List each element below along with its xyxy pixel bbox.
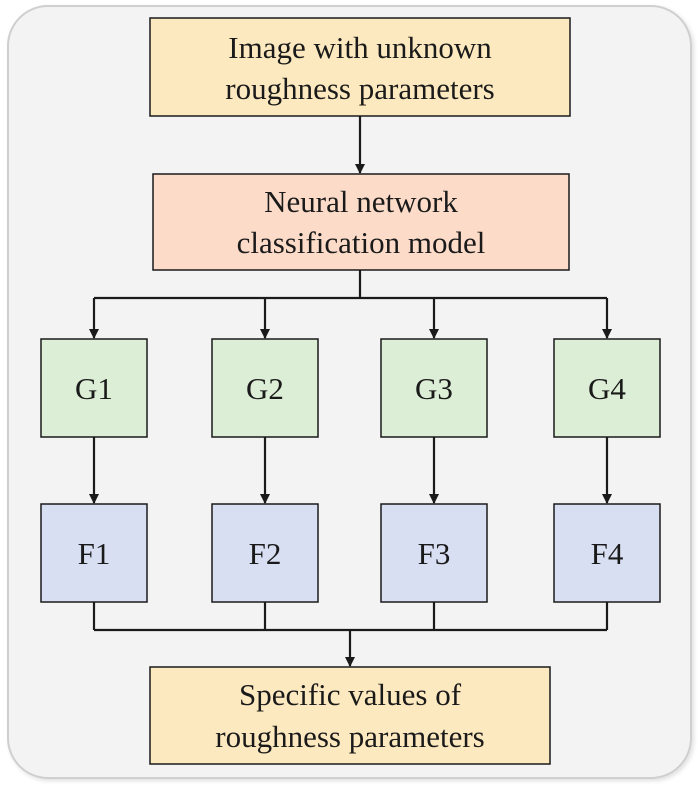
g-box-2: G2 xyxy=(211,338,319,438)
output-box-line1: Specific values of xyxy=(239,677,462,712)
g-box-4: G4 xyxy=(553,338,661,438)
f-box-3: F3 xyxy=(380,503,488,603)
f-box-label: F1 xyxy=(78,536,111,571)
model-box-line1: Neural network xyxy=(264,184,458,219)
f-box-label: F2 xyxy=(249,536,282,571)
input-box: Image with unknown roughness parameters xyxy=(149,17,571,117)
g-box-label: G2 xyxy=(246,371,284,406)
g-box-label: G3 xyxy=(415,371,453,406)
g-box-1: G1 xyxy=(40,338,148,438)
f-box-4: F4 xyxy=(553,503,661,603)
input-box-line1: Image with unknown xyxy=(228,30,492,65)
f-box-label: F3 xyxy=(418,536,451,571)
g-box-3: G3 xyxy=(380,338,488,438)
output-box-line2: roughness parameters xyxy=(215,719,484,754)
f-box-2: F2 xyxy=(211,503,319,603)
input-box-line2: roughness parameters xyxy=(225,71,494,106)
model-box-line2: classification model xyxy=(237,225,486,260)
f-box-label: F4 xyxy=(591,536,624,571)
g-box-label: G4 xyxy=(588,371,626,406)
g-box-label: G1 xyxy=(75,371,113,406)
output-box: Specific values of roughness parameters xyxy=(149,666,551,765)
f-box-1: F1 xyxy=(40,503,148,603)
model-box: Neural network classification model xyxy=(152,173,570,271)
